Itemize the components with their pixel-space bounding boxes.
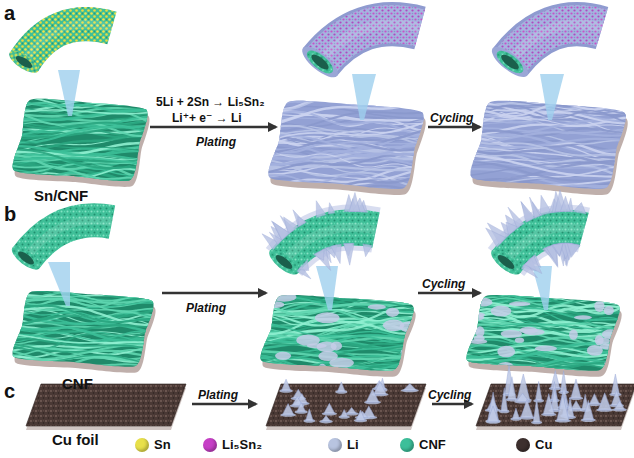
process-arrow xyxy=(150,126,276,129)
reaction-equation: 5Li + 2Sn → Li₅Sn₂ xyxy=(156,95,265,109)
legend-label: Li₅Sn₂ xyxy=(222,437,262,452)
fiber-tube xyxy=(487,24,602,82)
legend-swatch xyxy=(135,438,149,452)
fiber-mat xyxy=(260,74,428,217)
legend-swatch xyxy=(328,438,342,452)
legend-swatch xyxy=(400,438,414,452)
legend-label: CNF xyxy=(419,437,446,452)
fiber-mat xyxy=(4,71,154,205)
copper-foil xyxy=(26,384,186,430)
fiber-mat xyxy=(4,266,160,388)
copper-foil xyxy=(266,378,426,430)
legend-label: Li xyxy=(347,437,359,452)
process-arrow xyxy=(418,292,480,295)
process-arrow xyxy=(432,403,472,406)
zoom-leader xyxy=(540,74,564,120)
zoom-leader xyxy=(352,74,376,120)
legend-label: Cu xyxy=(535,437,552,452)
zoom-leader xyxy=(48,262,70,306)
zoom-leader xyxy=(58,70,80,116)
legend-swatch xyxy=(516,438,530,452)
lithium-dendrites xyxy=(486,190,586,278)
zoom-leader xyxy=(316,266,338,310)
process-label: Cycling xyxy=(422,277,465,291)
panel-label: c xyxy=(4,380,15,402)
process-label: Plating xyxy=(186,301,226,315)
sample-label: CNF xyxy=(62,375,93,392)
process-label: Plating xyxy=(196,135,236,149)
fiber-tube xyxy=(298,24,420,82)
legend-swatch xyxy=(203,438,217,452)
process-label: Cycling xyxy=(430,111,473,125)
process-label: Plating xyxy=(198,388,238,402)
copper-foil xyxy=(476,365,634,430)
fiber-mat xyxy=(252,285,420,391)
process-label: Cycling xyxy=(428,388,471,402)
panel-label: a xyxy=(4,2,15,24)
legend-label: Sn xyxy=(154,437,171,452)
fiber-tube xyxy=(8,220,112,273)
process-arrow xyxy=(192,403,256,406)
artwork xyxy=(4,24,634,430)
process-arrow xyxy=(428,126,480,129)
sample-label: Sn/CNF xyxy=(34,187,88,204)
zoom-leader xyxy=(532,266,552,310)
process-arrow xyxy=(162,292,266,295)
panel-label: b xyxy=(4,203,16,225)
reaction-equation: Li⁺+ e⁻ → Li xyxy=(172,111,242,125)
sample-label: Cu foil xyxy=(52,431,99,448)
lithium-dendrites xyxy=(262,193,372,279)
fiber-tube xyxy=(6,24,112,77)
